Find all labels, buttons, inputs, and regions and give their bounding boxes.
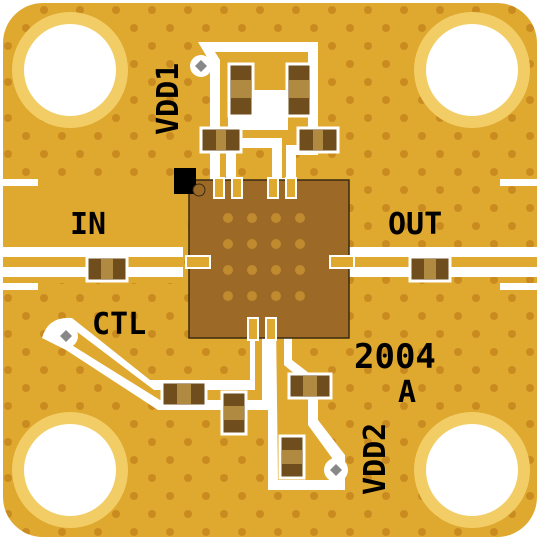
vdd2-label: VDD2 [358,423,393,495]
revision-label: A [398,375,416,410]
probe-pad-icon [324,458,348,482]
pin1-marker-icon [174,168,196,194]
in-label: IN [70,207,106,242]
ctl-trace [42,312,270,410]
mounting-hole-icon [414,12,530,128]
part-number-label: 2004 [354,337,436,377]
out-label: OUT [388,207,442,242]
mounting-hole-icon [12,412,128,528]
chip-thermal-vias [223,213,305,301]
ctl-label: CTL [92,307,146,342]
probe-pad-icon [54,324,78,348]
vdd1-label: VDD1 [151,63,186,135]
mounting-hole-icon [12,12,128,128]
mounting-hole-icon [414,412,530,528]
ic-chip [185,177,355,341]
probe-pad-icon [190,55,212,77]
